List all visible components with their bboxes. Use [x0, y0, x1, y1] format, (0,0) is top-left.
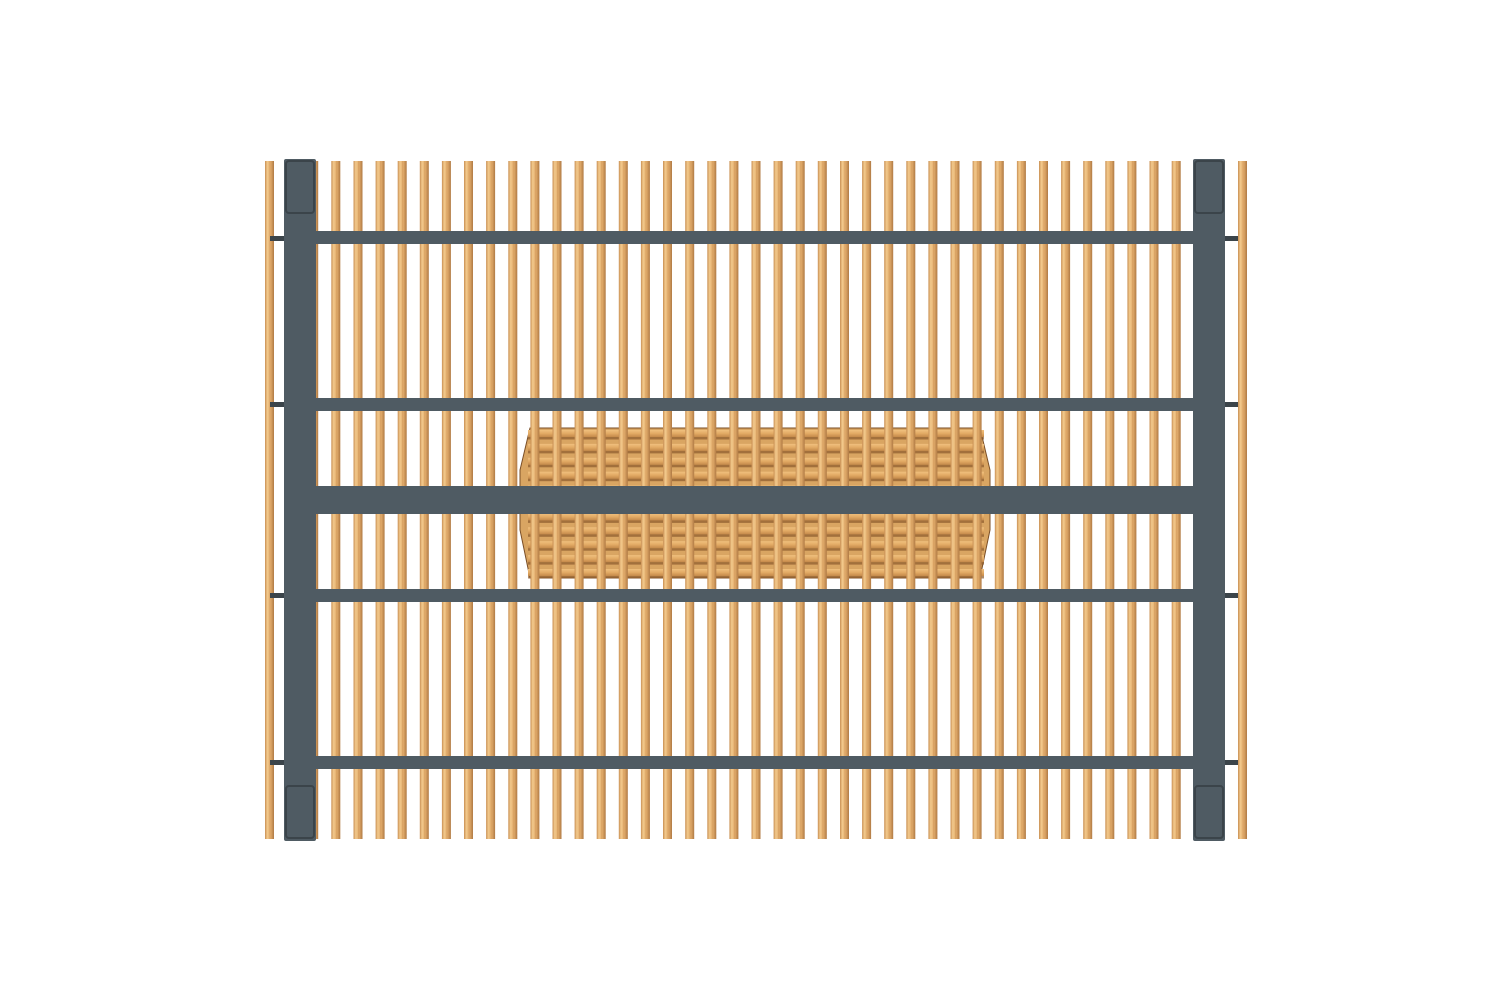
post-right-cap-top: [1194, 160, 1224, 214]
beam-stub-left-4: [270, 760, 286, 765]
beam-stub-right-3: [1222, 593, 1238, 598]
beam-stub-left-3: [270, 593, 286, 598]
post-left-cap-top: [285, 160, 315, 214]
beam-stub-right-4: [1222, 760, 1238, 765]
roof-slat: [1238, 161, 1247, 839]
center-beam: [300, 486, 1210, 514]
cross-beam-1: [300, 231, 1210, 244]
steel-frame: [270, 159, 1238, 841]
cross-beam-2: [300, 398, 1210, 411]
post-left: [284, 159, 316, 841]
post-right: [1193, 159, 1225, 841]
beam-stub-right-2: [1222, 402, 1238, 407]
post-right-cap-bottom: [1194, 785, 1224, 839]
beam-stub-left-2: [270, 402, 286, 407]
cross-beam-3: [300, 589, 1210, 602]
beam-stub-right-1: [1222, 236, 1238, 241]
cross-beam-4: [300, 756, 1210, 769]
roof-slat: [265, 161, 274, 839]
beam-stub-left-1: [270, 236, 286, 241]
post-left-cap-bottom: [285, 785, 315, 839]
